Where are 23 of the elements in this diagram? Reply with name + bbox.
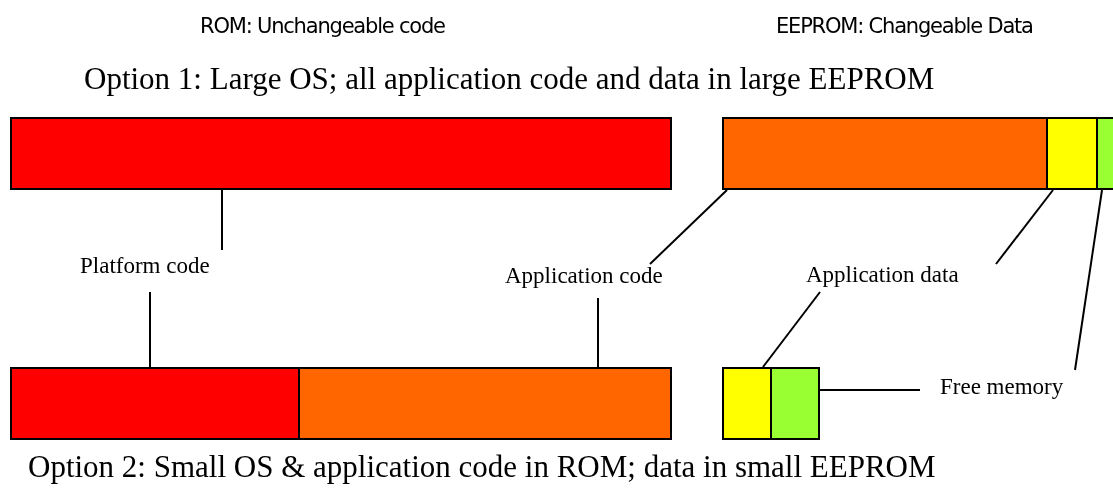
callout-label: Application data xyxy=(806,261,959,289)
memory-segment xyxy=(10,117,672,190)
memory-segment xyxy=(298,367,672,440)
leader-line xyxy=(819,389,921,391)
memory-segment xyxy=(10,367,300,440)
memory-segment xyxy=(722,117,1048,190)
memory-segment xyxy=(770,367,820,440)
callout-label: Free memory xyxy=(940,373,1064,401)
callout-label: Platform code xyxy=(80,252,210,280)
callout-label: Application code xyxy=(505,262,663,290)
option-caption: Option 1: Large OS; all application code and data in large EEPROM xyxy=(84,60,935,98)
memory-segment xyxy=(722,367,772,440)
leader-line xyxy=(1074,189,1103,371)
leader-line xyxy=(995,189,1054,265)
memory-heading: EEPROM: Changeable Data xyxy=(776,14,1033,40)
memory-segment xyxy=(1046,117,1098,190)
option-caption: Option 2: Small OS & application code in ROM; data in small EEPROM xyxy=(28,448,936,486)
leader-line xyxy=(649,189,728,265)
leader-line xyxy=(221,189,223,251)
leader-line xyxy=(597,297,599,368)
memory-heading: ROM: Unchangeable code xyxy=(200,14,445,40)
leader-line xyxy=(149,291,151,368)
leader-line xyxy=(762,291,821,368)
